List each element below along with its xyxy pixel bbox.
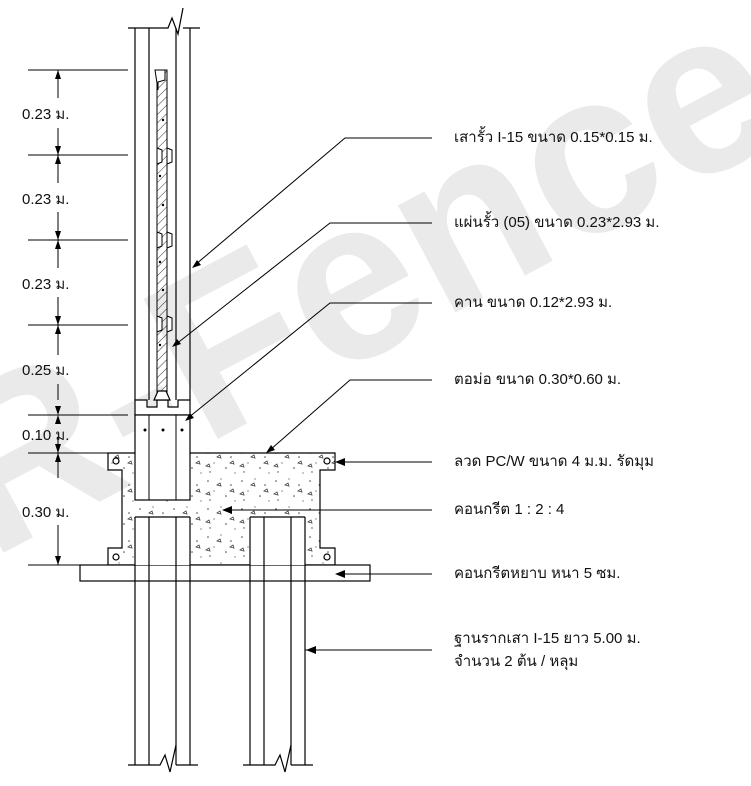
dimension-label: 0.25 ม. [22,362,69,379]
label-pier: ตอม่อ ขนาด 0.30*0.60 ม. [454,371,621,388]
leader-arrowheads [172,260,345,654]
leader-lines [174,137,432,651]
foundation-piles [128,516,313,773]
dimension-label: 0.10 ม. [22,427,69,444]
label-concrete-mix: คอนกรีต 1 : 2 : 4 [454,501,564,518]
label-lean-concrete: คอนกรีตหยาบ หนา 5 ซม. [454,565,620,582]
dimension-label: 0.23 ม. [22,276,69,293]
dimension-labels: 0.23 ม. 0.23 ม. 0.23 ม. 0.25 ม. 0.10 ม. … [22,106,69,521]
callout-labels: เสารั้ว I-15 ขนาด 0.15*0.15 ม. แผ่นรั้ว … [454,126,660,671]
dimension-label: 0.23 ม. [22,191,69,208]
fence-panel [154,69,173,401]
label-pc-wire: ลวด PC/W ขนาด 4 ม.ม. รัดมุม [454,453,654,471]
dimension-arrows [55,70,61,565]
label-fence-post: เสารั้ว I-15 ขนาด 0.15*0.15 ม. [454,126,653,146]
fence-post [128,7,200,400]
dimension-label: 0.23 ม. [22,106,69,123]
label-foundation-pile: ฐานรากเสา I-15 ยาว 5.00 ม. [454,630,641,647]
label-pile-count: จำนวน 2 ต้น / หลุม [454,653,578,671]
label-beam: คาน ขนาด 0.12*2.93 ม. [454,294,612,311]
dimension-label: 0.30 ม. [22,504,69,521]
beam [134,390,191,416]
label-fence-panel: แผ่นรั้ว (05) ขนาด 0.23*2.93 ม. [454,211,660,231]
watermark-text: R-Fence [0,0,751,603]
watermark: R-Fence [0,0,751,603]
